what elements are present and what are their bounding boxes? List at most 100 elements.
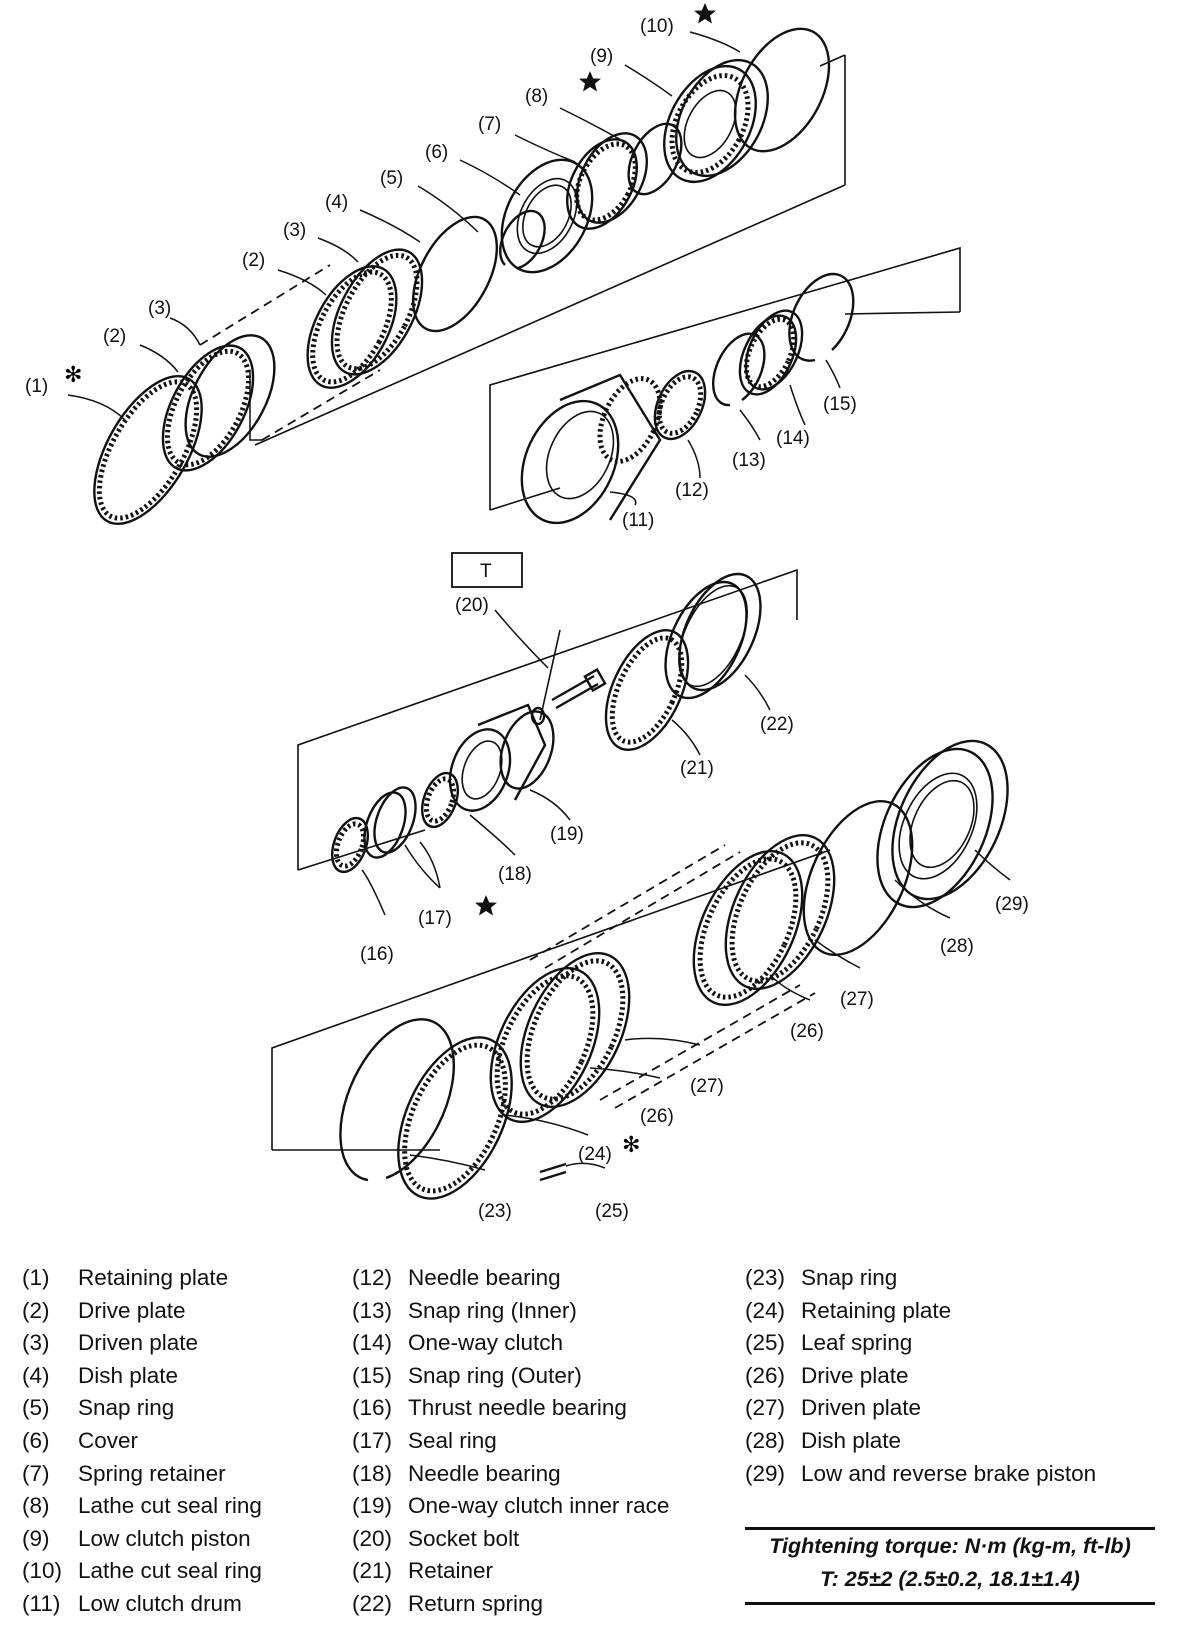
callout-2: (2) [103, 326, 126, 347]
legend-item: (28) Dish plate [745, 1425, 1096, 1458]
callout-22: (22) [760, 714, 794, 735]
legend-item: (13)Snap ring (Inner) [352, 1295, 669, 1328]
star-icon [579, 71, 601, 92]
part-17-seal-ring [363, 786, 417, 859]
legend-name: Drive plate [78, 1297, 186, 1323]
legend-item: (4) Dish plate [22, 1360, 262, 1393]
legend-number: (13) [352, 1297, 393, 1323]
callout-18: (18) [498, 864, 532, 885]
legend-number: (22) [352, 1590, 393, 1616]
exploded-view-diagram: (1) (2) (3) (2) (3) (4) (5) (6) (7) (8) … [25, 3, 1029, 1222]
part-7-spring-retainer [566, 132, 648, 230]
callout-24: (24) [578, 1144, 612, 1165]
part-22-return-spring [664, 572, 762, 700]
callout-3: (3) [148, 298, 171, 319]
part-26-27-plates-upper [529, 833, 836, 1109]
legend-number: (17) [352, 1427, 393, 1453]
torque-top-rule [745, 1527, 1155, 1530]
legend-item: (25) Leaf spring [745, 1327, 1096, 1360]
legend-name: Needle bearing [408, 1460, 561, 1486]
torque-title: Tightening torque: N·m (kg-m, ft-lb) [769, 1534, 1131, 1558]
legend-item: (18)Needle bearing [352, 1458, 669, 1491]
legend-name: One-way clutch inner race [408, 1493, 670, 1519]
asterisk-mark-24: ✻ [622, 1133, 640, 1158]
part-11-low-clutch-drum [520, 373, 663, 525]
legend-item: (17)Seal ring [352, 1425, 669, 1458]
torque-value: T: 25±2 (2.5±0.2, 18.1±1.4) [820, 1567, 1080, 1591]
legend-item: (2)Drive plate [22, 1295, 262, 1328]
callout-6: (6) [425, 142, 448, 163]
legend-item: (10) Lathe cut seal ring [22, 1555, 262, 1588]
legend-item: (3)Driven plate [22, 1327, 262, 1360]
legend-number: (28) [745, 1427, 786, 1453]
legend-name: Drive plate [801, 1362, 909, 1388]
legend-column-3: (23)Snap ring (24)Retaining plate (25)Le… [745, 1262, 1096, 1490]
legend-number: (23) [745, 1265, 786, 1290]
lower-group [271, 739, 1009, 1200]
legend-number: (14) [352, 1330, 393, 1356]
part-28-dish-plate [802, 799, 914, 957]
part-18-needle-bearing [420, 771, 460, 829]
part-26-27-plates-lower [489, 951, 631, 1124]
legend-name: Dish plate [801, 1427, 902, 1453]
callout-10: (10) [640, 16, 674, 37]
legend-number: (3) [22, 1330, 50, 1356]
part-14-one-way-clutch [738, 309, 804, 396]
legend-name: Leaf spring [801, 1330, 913, 1356]
legend-number: (9) [22, 1525, 50, 1551]
part-9-low-clutch-piston [663, 58, 769, 184]
part-5-snap-ring [499, 209, 546, 270]
torque-bottom-rule [745, 1602, 1155, 1605]
legend-name: Cover [78, 1427, 139, 1453]
callout-11: (11) [622, 510, 654, 531]
callout-labels: (1) (2) (3) (2) (3) (4) (5) (6) (7) (8) … [25, 16, 1029, 1222]
legend-item: (21)Retainer [352, 1555, 669, 1588]
legend-name: Dish plate [78, 1362, 179, 1388]
star-icon [475, 895, 497, 916]
star-icon [694, 3, 716, 24]
legend-name: Retainer [408, 1558, 494, 1584]
legend-number: (10) [22, 1558, 63, 1584]
legend-number: (29) [745, 1460, 786, 1486]
part-23-snap-ring [339, 1018, 456, 1182]
callout-16: (16) [360, 944, 394, 965]
callout-3b: (3) [283, 220, 306, 241]
legend-item: (20)Socket bolt [352, 1523, 669, 1556]
legend-number: (24) [745, 1297, 786, 1323]
legend-name: Return spring [408, 1590, 544, 1616]
part-4-dish-plate [411, 215, 499, 333]
callout-12: (12) [675, 480, 709, 501]
legend-item: (15)Snap ring (Outer) [352, 1360, 669, 1393]
part-2-3-clutch-plates-left [161, 248, 424, 472]
legend-name: Lathe cut seal ring [78, 1558, 262, 1584]
drum-group [489, 246, 961, 525]
callout-8: (8) [525, 86, 548, 107]
part-29-low-reverse-brake-piston [876, 739, 1009, 909]
legend-name: Retaining plate [78, 1265, 229, 1290]
legend-number: (11) [22, 1590, 61, 1616]
callout-9: (9) [590, 46, 613, 67]
legend-item: (23)Snap ring [745, 1262, 1096, 1295]
callout-2b: (2) [242, 250, 265, 271]
legend-name: Driven plate [801, 1395, 922, 1421]
torque-box: T [451, 552, 523, 588]
legend-number: (25) [745, 1330, 786, 1356]
legend-name: One-way clutch [408, 1330, 564, 1356]
part-13-snap-ring-inner [711, 332, 766, 407]
legend-column-1: (1)Retaining plate (2)Drive plate (3)Dri… [22, 1262, 262, 1621]
upper-group [93, 27, 846, 525]
legend-number: (4) [22, 1362, 50, 1388]
part-1-retaining-plate [93, 375, 203, 525]
callout-4: (4) [325, 192, 348, 213]
callout-13: (13) [732, 450, 766, 471]
leader-lines [67, 31, 1011, 1171]
callout-7: (7) [478, 114, 501, 135]
legend-name: Snap ring [78, 1395, 175, 1421]
legend-number: (12) [352, 1265, 393, 1290]
part-19-one-way-clutch-inner-race [448, 703, 555, 812]
callout-27: (27) [840, 989, 874, 1010]
legend-item: (7)Spring retainer [22, 1458, 262, 1491]
legend-number: (5) [22, 1395, 50, 1421]
legend-item: (8)Lathe cut seal ring [22, 1490, 262, 1523]
legend-number: (7) [22, 1460, 50, 1486]
